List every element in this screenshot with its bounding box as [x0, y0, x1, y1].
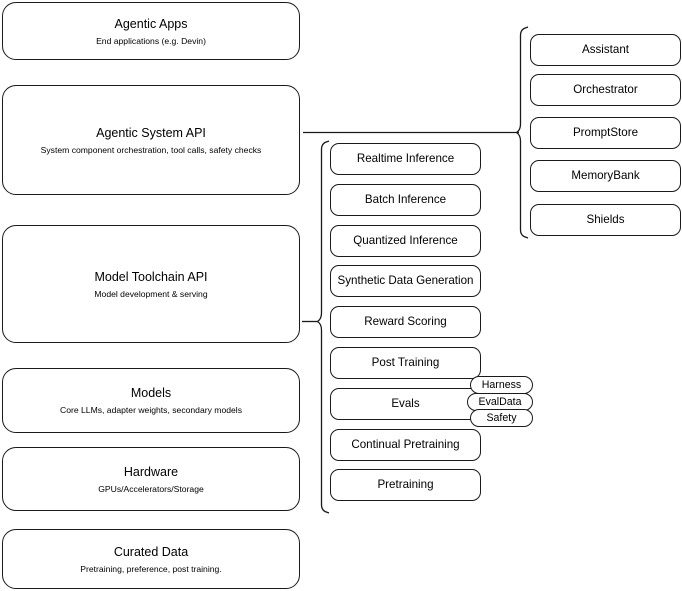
layer-box-models[interactable]: Models Core LLMs, adapter weights, secon… — [2, 368, 300, 433]
brace-system-components — [515, 26, 529, 239]
toolchain-component-continual-pretraining[interactable]: Continual Pretraining — [330, 429, 481, 461]
layer-box-agentic-system-api[interactable]: Agentic System API System component orch… — [2, 85, 300, 195]
layer-title: Model Toolchain API — [94, 269, 208, 284]
toolchain-component-reward-scoring[interactable]: Reward Scoring — [330, 306, 481, 338]
layer-box-agentic-apps[interactable]: Agentic Apps End applications (e.g. Devi… — [2, 2, 300, 60]
layer-box-model-toolchain-api[interactable]: Model Toolchain API Model development & … — [2, 225, 300, 343]
toolchain-component-evals[interactable]: Evals — [330, 388, 481, 420]
toolchain-component-pretraining[interactable]: Pretraining — [330, 469, 481, 501]
layer-box-curated-data[interactable]: Curated Data Pretraining, preference, po… — [2, 529, 300, 589]
toolchain-component-realtime-inference[interactable]: Realtime Inference — [330, 143, 481, 175]
system-component-orchestrator[interactable]: Orchestrator — [530, 74, 681, 106]
brace-toolchain-components — [316, 140, 330, 514]
layer-title: Models — [130, 386, 172, 400]
toolchain-component-synthetic-data-generation[interactable]: Synthetic Data Generation — [330, 265, 481, 297]
layer-subtitle: Core LLMs, adapter weights, secondary mo… — [60, 405, 242, 415]
layer-subtitle: Model development & serving — [94, 288, 208, 299]
layer-box-hardware[interactable]: Hardware GPUs/Accelerators/Storage — [2, 447, 300, 511]
system-component-assistant[interactable]: Assistant — [530, 34, 681, 66]
layer-subtitle: Pretraining, preference, post training. — [80, 563, 222, 574]
toolchain-component-post-training[interactable]: Post Training — [330, 347, 481, 379]
layer-title: Agentic Apps — [114, 16, 188, 31]
layer-title: Agentic System API — [96, 125, 206, 140]
toolchain-component-batch-inference[interactable]: Batch Inference — [330, 184, 481, 216]
evals-badge-safety[interactable]: Safety — [470, 409, 533, 427]
system-component-shields[interactable]: Shields — [530, 204, 681, 236]
layer-subtitle: System component orchestration, tool cal… — [40, 144, 262, 155]
toolchain-component-quantized-inference[interactable]: Quantized Inference — [330, 225, 481, 257]
system-component-memorybank[interactable]: MemoryBank — [530, 160, 681, 192]
layer-title: Hardware — [123, 464, 179, 479]
evals-badge-harness[interactable]: Harness — [470, 376, 533, 394]
layer-title: Curated Data — [113, 544, 189, 559]
system-component-promptstore[interactable]: PromptStore — [530, 117, 681, 149]
layer-subtitle: GPUs/Accelerators/Storage — [98, 483, 204, 494]
layer-subtitle: End applications (e.g. Devin) — [96, 35, 206, 46]
